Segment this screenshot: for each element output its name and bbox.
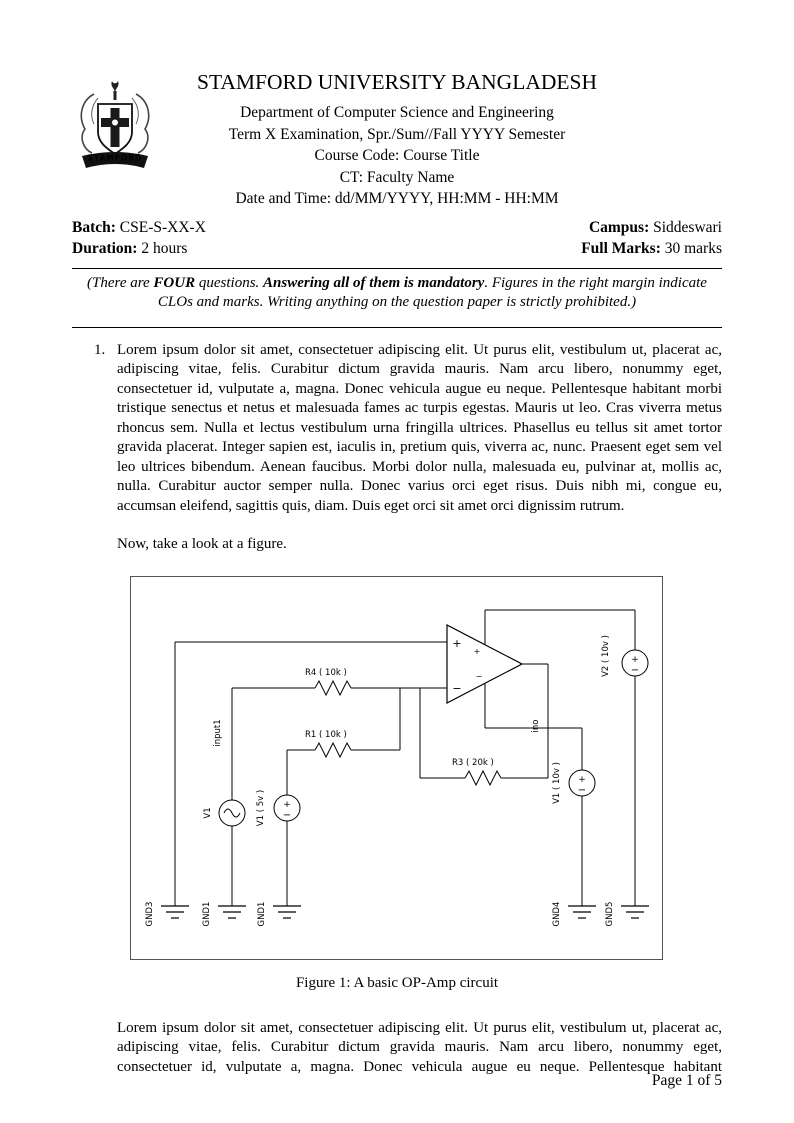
meta-row-2: Duration: 2 hours Full Marks: 30 marks — [72, 238, 722, 259]
source-v2-10v-minus: − — [631, 665, 639, 676]
ct-line: CT: Faculty Name — [339, 168, 455, 186]
source-v1-5v-minus: − — [283, 810, 291, 821]
source-v2-10v: + − — [621, 649, 649, 676]
source-v1-5v-plus: + — [283, 800, 291, 810]
source-v1-10v: + − — [568, 769, 596, 796]
question-1: 1. Lorem ipsum dolor sit amet, consectet… — [72, 341, 722, 517]
instructions-bold2: Answering all of them is mandatory — [263, 274, 485, 291]
campus-field: Campus: Siddeswari — [589, 217, 722, 238]
exam-meta: Batch: CSE-S-XX-X Campus: Siddeswari Dur… — [72, 217, 722, 259]
instructions-part1: (There are — [87, 274, 154, 291]
batch-label: Batch: — [72, 218, 116, 236]
duration-value: 2 hours — [141, 239, 188, 257]
course-line: Course Code: Course Title — [314, 147, 480, 164]
full-marks-value: 30 marks — [664, 239, 722, 257]
campus-value: Siddeswari — [653, 218, 722, 236]
crest-torch — [111, 81, 119, 100]
term-line: Term X Examination, Spr./Sum//Fall YYYY … — [228, 125, 566, 143]
ground-gnd5-label: GND5 — [605, 901, 615, 926]
source-v1-sine — [218, 799, 246, 826]
opamp-circuit-diagram: + − + − R4 ( 10k ) R1 ( 10k ) R3 ( 20k — [130, 575, 663, 960]
crest-ribbon-text: STAMFORD — [88, 154, 143, 163]
ground-gnd3-label: GND3 — [145, 901, 155, 926]
department-line: Department of Computer Science and Engin… — [240, 104, 554, 121]
source-v1-10v-plus: + — [578, 775, 586, 785]
figure-border — [130, 575, 663, 960]
ground-symbol-gnd3 — [161, 904, 189, 919]
net-ino-label: ino — [531, 719, 541, 732]
page-content: Batch: CSE-S-XX-X Campus: Siddeswari Dur… — [0, 217, 794, 1078]
crest-shield — [97, 103, 133, 156]
resistor-r1 — [314, 741, 352, 758]
batch-field: Batch: CSE-S-XX-X — [72, 217, 206, 238]
instructions-bold1: FOUR — [153, 274, 196, 291]
ground-symbol-gnd1b — [273, 904, 301, 919]
resistor-r3-label: R3 ( 20k ) — [452, 758, 494, 768]
source-v1-label: V1 — [203, 807, 213, 818]
divider-bottom — [72, 326, 722, 328]
duration-label: Duration: — [72, 239, 138, 257]
crest-ribbon: STAMFORD — [82, 152, 148, 168]
source-v1-5v-label: V1 ( 5v ) — [256, 789, 266, 825]
ground-gnd4-label: GND4 — [552, 901, 562, 926]
ground-symbol-gnd4 — [568, 904, 596, 919]
ground-gnd1a-label: GND1 — [202, 901, 212, 926]
ground-symbol-gnd1a — [218, 904, 246, 919]
source-v1-10v-label: V1 ( 10v ) — [552, 762, 562, 804]
instructions-part2: questions. — [195, 274, 264, 291]
source-v2-10v-plus: + — [631, 655, 639, 665]
circuit-wires — [174, 609, 636, 906]
marks-field: Full Marks: 30 marks — [581, 238, 722, 259]
header: STAMFORD UNIVERSITY BANGLADESH Departmen… — [0, 0, 794, 210]
meta-row-1: Batch: CSE-S-XX-X Campus: Siddeswari — [72, 217, 722, 238]
source-v1-10v-minus: − — [578, 785, 586, 796]
opamp-plus-input-sign: + — [452, 637, 461, 650]
batch-value: CSE-S-XX-X — [119, 218, 206, 236]
source-v2-10v-label: V2 ( 10v ) — [601, 635, 611, 677]
net-input1-label: input1 — [213, 719, 223, 746]
ground-gnd1b-label: GND1 — [257, 901, 267, 926]
figure-intro: Now, take a look at a figure. — [117, 536, 287, 552]
resistor-r4 — [314, 679, 352, 696]
resistor-r1-label: R1 ( 10k ) — [305, 730, 347, 740]
university-name: STAMFORD UNIVERSITY BANGLADESH — [196, 70, 598, 94]
source-v1-5v: + − — [273, 794, 301, 821]
opamp-symbol: + − + − — [446, 623, 524, 704]
opamp-minus-pin-sign: − — [476, 672, 483, 681]
divider-top — [72, 267, 722, 269]
ground-symbol-gnd5 — [621, 904, 649, 919]
campus-label: Campus: — [588, 218, 650, 236]
question-number: 1. — [94, 341, 106, 358]
resistor-r3 — [464, 769, 502, 786]
figure-1: + − + − R4 ( 10k ) R1 ( 10k ) R3 ( 20k — [130, 575, 663, 960]
full-marks-label: Full Marks: — [581, 239, 661, 257]
opamp-minus-input-sign: − — [452, 682, 461, 695]
page-number: Page 1 of 5 — [651, 1072, 722, 1089]
instructions: (There are FOUR questions. Answering all… — [72, 269, 722, 318]
university-logo: STAMFORD — [73, 76, 157, 174]
crest-icon: STAMFORD — [80, 81, 150, 168]
instructions-part3: . Figures in the right margin indicate C… — [157, 274, 707, 310]
figure-caption: Figure 1: A basic OP-Amp circuit — [295, 974, 499, 991]
crest-mantling — [80, 93, 150, 154]
datetime-line: Date and Time: dd/MM/YYYY, HH:MM - HH:MM — [235, 190, 559, 207]
duration-field: Duration: 2 hours — [72, 238, 187, 259]
question-paragraph: Lorem ipsum dolor sit amet, consectetuer… — [117, 341, 722, 514]
opamp-plus-pin-sign: + — [474, 647, 481, 656]
resistor-r4-label: R4 ( 10k ) — [305, 668, 347, 678]
body-paragraph-2: Lorem ipsum dolor sit amet, consectetuer… — [117, 1019, 722, 1075]
